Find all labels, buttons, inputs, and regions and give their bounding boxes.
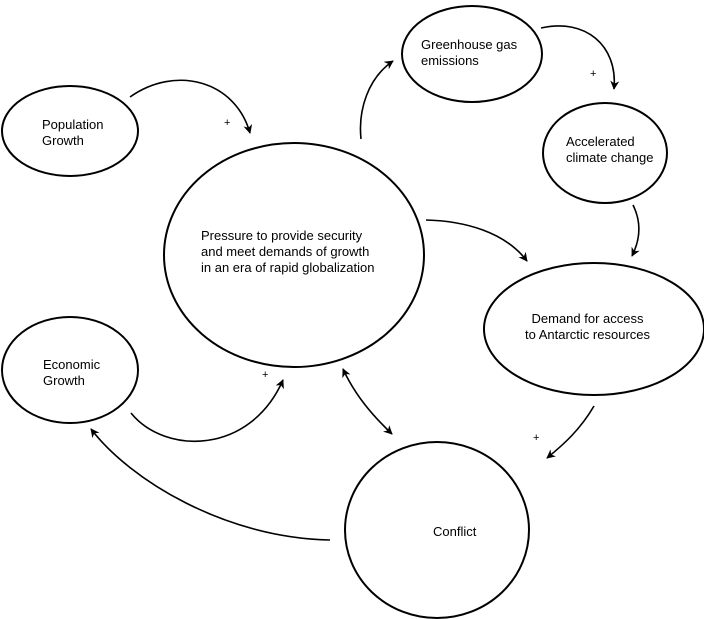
greenhouse-node <box>401 5 543 103</box>
arrow-population-to-pressure <box>129 79 253 134</box>
population-label: Population Growth <box>42 117 104 148</box>
demand-label: Demand for access to Antarctic resources <box>525 311 650 342</box>
climate-label: Accelerated climate change <box>566 134 654 165</box>
arrow-economic-to-pressure <box>130 379 284 442</box>
arrow-demand-to-conflict <box>546 405 595 459</box>
arrow-conflict-to-economic <box>90 428 331 541</box>
population-node <box>1 85 139 177</box>
arrow-pressure-to-demand <box>425 219 528 262</box>
economic-label: Economic Growth <box>43 357 101 388</box>
sign-demand-to-conflict: + <box>533 432 540 444</box>
climate-node <box>542 102 668 204</box>
sign-economic-to-pressure: + <box>262 369 269 381</box>
conflict-node <box>344 441 530 619</box>
arrow-pressure-conflict-bidirectional <box>342 368 393 435</box>
pressure-label: Pressure to provide security and meet de… <box>201 228 375 275</box>
economic-node <box>1 316 139 424</box>
arrow-greenhouse-to-climate <box>540 25 620 90</box>
arrow-climate-to-demand <box>631 204 640 257</box>
pressure-node <box>163 142 425 368</box>
demand-node <box>483 262 704 396</box>
sign-population-to-pressure: + <box>224 117 231 129</box>
conflict-label: Conflict <box>433 524 477 539</box>
arrow-pressure-to-greenhouse <box>359 60 394 140</box>
greenhouse-label: Greenhouse gas emissions <box>421 37 518 68</box>
sign-greenhouse-to-climate: + <box>590 68 597 80</box>
